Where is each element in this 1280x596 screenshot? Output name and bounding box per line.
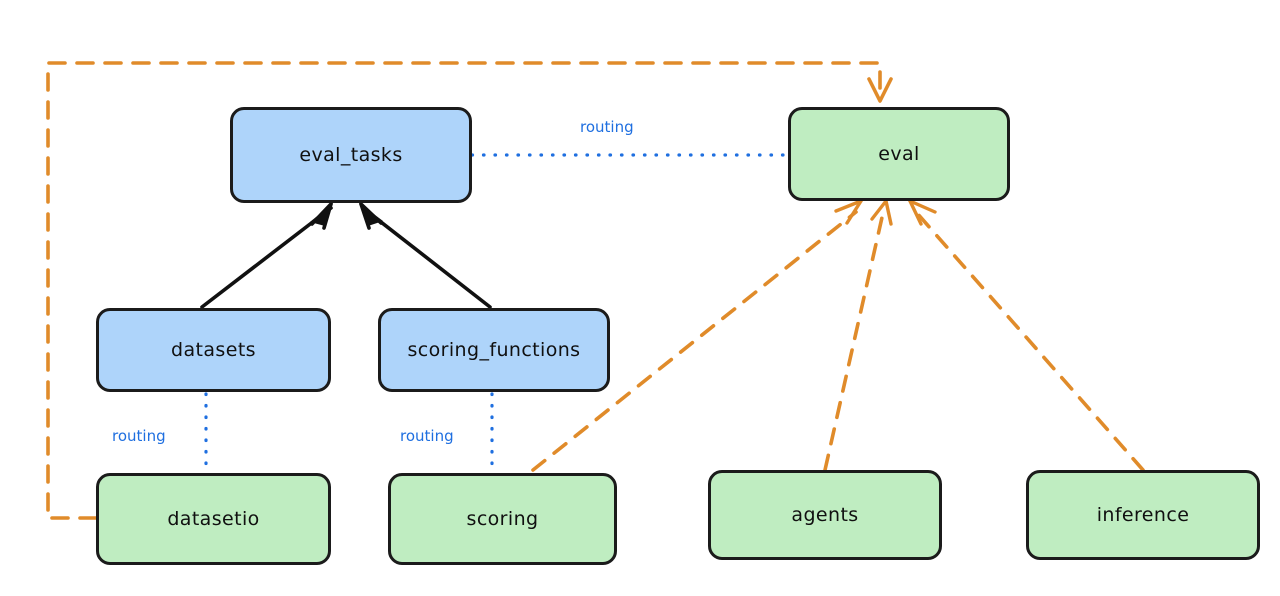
node-label-agents: agents	[791, 504, 859, 526]
node-inference[interactable]: inference	[1026, 470, 1260, 560]
node-datasetio[interactable]: datasetio	[96, 473, 331, 565]
node-label-inference: inference	[1096, 504, 1190, 526]
edge-scoring-to-eval	[531, 199, 863, 472]
node-label-datasetio: datasetio	[167, 508, 260, 530]
edge-label-routing-scoring-functions-scoring: routing	[400, 427, 454, 445]
node-label-scoring-functions: scoring_functions	[407, 339, 581, 361]
node-label-eval-tasks: eval_tasks	[299, 144, 403, 166]
node-scoring-functions[interactable]: scoring_functions	[378, 308, 610, 392]
node-label-scoring: scoring	[466, 508, 539, 530]
edge-agents-to-eval	[823, 199, 893, 472]
node-eval[interactable]: eval	[788, 107, 1010, 201]
node-label-datasets: datasets	[171, 339, 256, 361]
edge-datasets-to-eval_tasks	[200, 202, 333, 309]
edge-inference-to-eval	[908, 199, 1145, 472]
edge-label-routing-datasets-datasetio: routing	[112, 427, 166, 445]
node-label-eval: eval	[878, 143, 920, 165]
node-scoring[interactable]: scoring	[388, 473, 617, 565]
edge-datasetio-to-eval	[46, 61, 893, 520]
edge-label-routing-eval-tasks-eval: routing	[580, 118, 634, 136]
node-eval-tasks[interactable]: eval_tasks	[230, 107, 472, 203]
edge-scoring_functions-to-eval_tasks	[359, 202, 492, 309]
node-agents[interactable]: agents	[708, 470, 942, 560]
node-datasets[interactable]: datasets	[96, 308, 331, 392]
